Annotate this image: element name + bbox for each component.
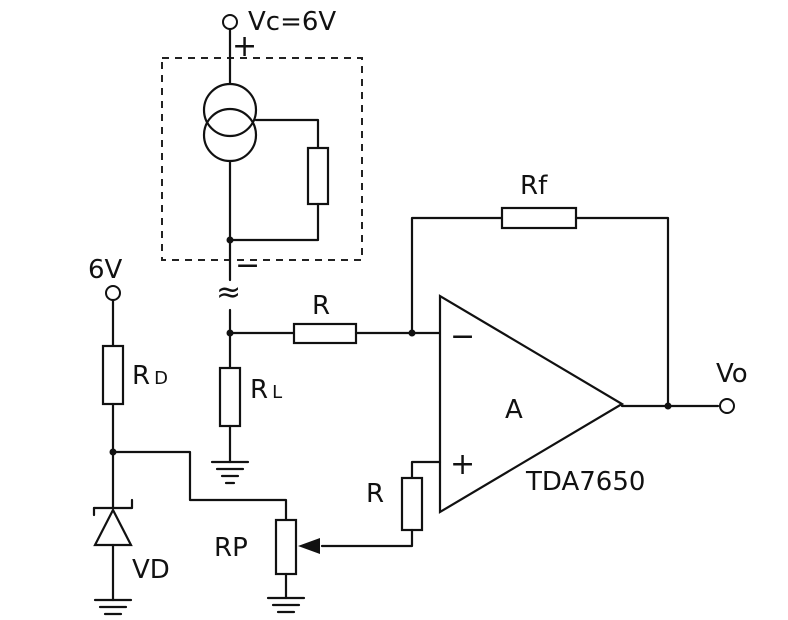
- op-amp-triangle: [438, 294, 625, 514]
- output-label: Vo: [716, 359, 748, 389]
- ground-icon: [210, 460, 250, 485]
- amp-part-label: TDA7650: [525, 467, 645, 497]
- feedback-network: [410, 206, 670, 408]
- ground-icon: [93, 598, 133, 616]
- op-amp: [438, 294, 735, 514]
- ac-symbol-label: ≈: [216, 275, 241, 310]
- internal-resistor: [306, 146, 330, 206]
- wiper-arrow-icon: [298, 538, 320, 554]
- reference-branch: [92, 285, 288, 616]
- plus-resistor-to-rp-wire: [320, 528, 414, 548]
- feedback-wire-left: [410, 216, 504, 335]
- supply-minus-label: −: [235, 248, 260, 283]
- output-terminal: [719, 398, 735, 414]
- ground-icon: [266, 596, 306, 614]
- resistor-RD: [101, 344, 125, 406]
- r-plus-label: R: [366, 479, 384, 509]
- supply-terminal: [222, 14, 238, 30]
- internal-loop-return-wire: [228, 202, 320, 242]
- ref-terminal: [105, 285, 121, 301]
- input-network: [228, 322, 442, 345]
- amp-plus-label: +: [450, 447, 475, 482]
- feedback-wire-right: [574, 216, 670, 408]
- output-node: [664, 402, 672, 410]
- plus-resistor-R: [400, 476, 424, 532]
- amp-minus-label: −: [450, 319, 475, 354]
- supply-label: Vc=6V: [248, 7, 336, 37]
- internal-loop-wire: [254, 118, 320, 150]
- potentiometer-RP: [266, 518, 320, 614]
- supply-plus-label: +: [232, 29, 257, 64]
- amp-label: A: [505, 395, 523, 425]
- input-resistor-R: [292, 322, 358, 345]
- rp-label: RP: [214, 533, 248, 563]
- ref-voltage-label: 6V: [88, 255, 123, 285]
- r-input-label: R: [312, 291, 330, 321]
- sensor-block: [161, 14, 363, 261]
- plus-input-wire: [410, 460, 442, 480]
- potentiometer-body: [274, 518, 298, 576]
- vd-label: VD: [132, 555, 170, 585]
- sensor-dashed-box: [161, 57, 363, 261]
- load-resistor-RL: [218, 366, 242, 428]
- load-branch: [210, 238, 250, 485]
- noninverting-network: [320, 460, 442, 548]
- feedback-resistor-Rf: [500, 206, 578, 230]
- zener-to-rp-wire: [111, 450, 288, 522]
- rf-label: Rf: [520, 171, 548, 201]
